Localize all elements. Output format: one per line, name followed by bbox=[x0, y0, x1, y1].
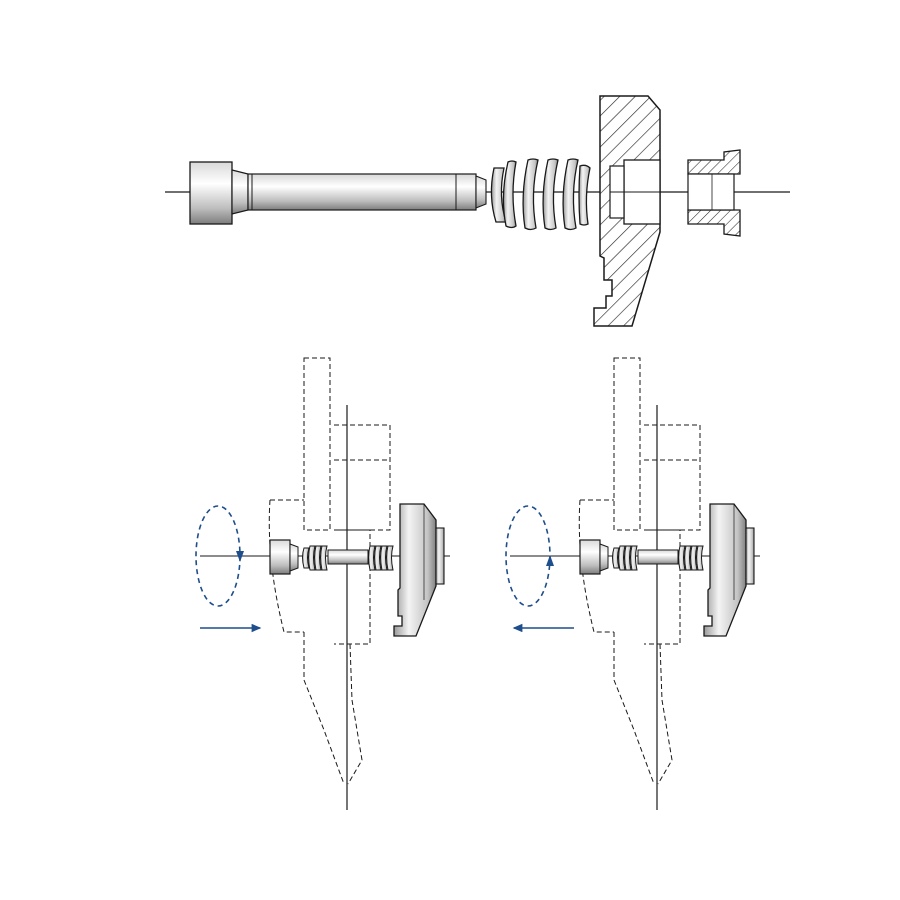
clamp-jaw-hub bbox=[435, 527, 445, 585]
exploded-view bbox=[165, 95, 790, 327]
clamp-jaw-small-right bbox=[703, 503, 747, 637]
assembly-view-right bbox=[505, 357, 760, 810]
spring-right-right bbox=[678, 545, 704, 571]
screw-head bbox=[189, 161, 233, 225]
rotation-arrow-head bbox=[236, 551, 244, 562]
threaded-bushing bbox=[687, 149, 741, 237]
spring-right bbox=[368, 545, 394, 571]
clamp-jaw-hub-right bbox=[745, 527, 755, 585]
rotation-arrow-head-right bbox=[546, 555, 554, 566]
bushing-bottom bbox=[687, 209, 741, 237]
spring-left-right bbox=[612, 545, 638, 571]
screw-neck bbox=[231, 169, 249, 215]
shaft-small-right bbox=[637, 549, 679, 565]
screw-tip bbox=[475, 175, 487, 209]
spring-left bbox=[302, 545, 328, 571]
socket-head-screw bbox=[189, 161, 487, 225]
bushing-top bbox=[687, 149, 741, 175]
assembly-view-left bbox=[195, 357, 450, 810]
shaft-small bbox=[327, 549, 369, 565]
compression-spring bbox=[490, 158, 591, 231]
clamp-jaw-section bbox=[593, 95, 661, 327]
screw-head-small-right bbox=[579, 539, 601, 575]
screw-head-small bbox=[269, 539, 291, 575]
screw-shank bbox=[247, 173, 477, 211]
clamp-jaw-small bbox=[393, 503, 437, 637]
